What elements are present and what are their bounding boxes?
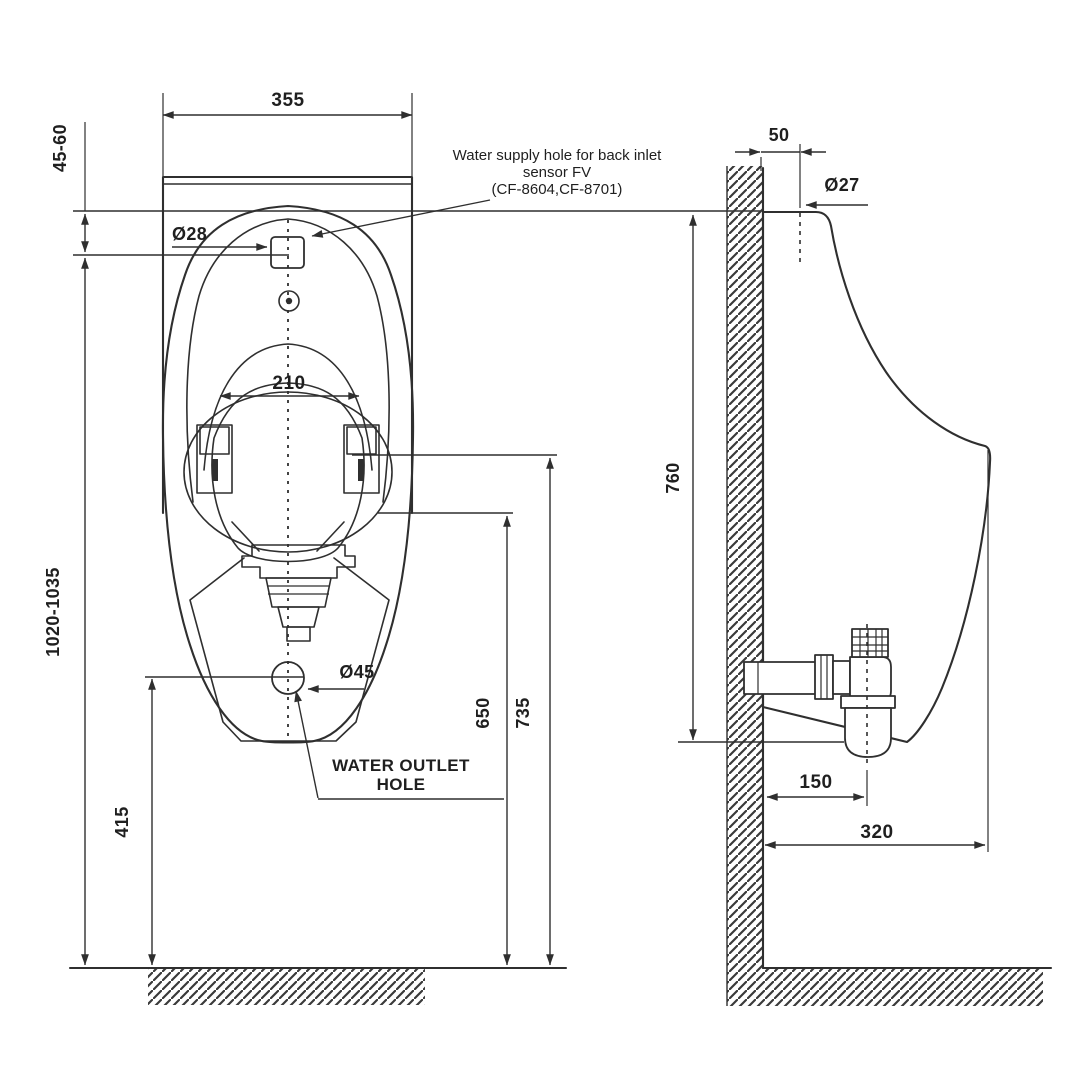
bracket-left-slot [212,459,218,481]
side-urinal-profile [761,210,992,744]
dim-trap-offset-150: 150 [766,770,868,806]
note-water-outlet: WATER OUTLET HOLE [294,690,504,800]
outlet-note-line-2: HOLE [377,775,426,794]
dim-320-label: 320 [860,822,893,843]
note-water-supply: Water supply hole for back inlet sensor … [311,147,663,238]
housing-trapezoid-inner [277,606,320,628]
side-plumbing [743,624,896,768]
dim-150-label: 150 [799,772,832,793]
dim-top-offset-45-60: 45-60 [50,122,89,253]
threaded-riser [851,628,889,658]
dim-650-label: 650 [473,697,493,728]
trap-body [844,707,892,758]
inner-rim [186,218,390,503]
supply-note-line-2: sensor FV [523,164,591,181]
front-mounting-brackets [196,424,380,494]
dia-28-label: Ø28 [172,224,207,244]
dim-760-label: 760 [663,462,683,493]
fixing-hole-ring [278,290,300,312]
housing-collar [241,544,356,579]
inlet-pipe [743,661,817,695]
dim-50-label: 50 [769,125,790,145]
front-urinal-body [161,204,415,744]
dim-ref-650: 650 [473,515,511,966]
front-supply-hole [270,236,305,269]
bracket-right-slot [358,459,364,481]
inner-bowl [211,382,365,563]
dim-210-label: 210 [272,373,305,394]
front-fixing-hole [278,290,300,312]
funnel-line-right [316,521,345,552]
dim-wall-offset-50: 50 [735,125,826,208]
housing-trapezoid-outer [265,577,332,608]
supply-note-leader [311,199,491,238]
label-supply-dia-28: Ø28 [172,224,268,251]
housing-spud [286,626,311,642]
dim-supply-height-1020-1035: 1020-1035 [43,257,89,966]
dim-bracket-span-210: 210 [219,373,360,400]
dim-ref-735: 735 [513,457,554,966]
dim-45-60-label: 45-60 [50,124,70,172]
bracket-left [196,424,233,494]
outlet-note-leader [294,690,319,799]
supply-note-line-3: (CF-8604,CF-8701) [492,181,623,198]
bottle-trap [840,695,896,758]
dim-735-label: 735 [513,697,533,728]
outlet-note-line-1: WATER OUTLET [332,756,470,775]
bracket-right [343,424,380,494]
bracket-left-plate [199,426,230,455]
trap-flange [840,695,896,709]
dim-depth-320: 320 [764,450,989,852]
front-flush-housing [241,544,356,642]
dim-355-label: 355 [271,90,304,111]
outer-rim [161,204,415,744]
dim-height-760: 760 [663,214,697,741]
wall-plate-outline [161,175,414,515]
elbow-body [849,656,892,702]
front-floor [68,966,568,1005]
wall-hatching [727,166,763,1006]
funnel-line-left [231,521,260,552]
side-wall [726,166,765,1006]
dia-27-label: Ø27 [824,175,859,195]
basin-arch [203,343,373,471]
side-floor [761,966,1053,1006]
supply-note-line-1: Water supply hole for back inlet [453,147,663,164]
back-plate-outline [189,557,390,742]
dim-outlet-height-415: 415 [112,678,156,966]
label-outlet-dia-45: Ø45 [307,662,374,693]
fixing-hole-center [285,297,293,305]
pipe-sleeve [832,660,851,695]
front-wall-plate [161,175,414,515]
front-view: 355 45-60 1020-1035 210 415 650 [43,90,761,1005]
dia-45-label: Ø45 [339,662,374,682]
dim-width-355: 355 [162,90,413,176]
dim-1020-label: 1020-1035 [43,567,63,657]
supply-hole-square [270,236,305,269]
dim-415-label: 415 [112,806,132,837]
side-floor-hatching [763,969,1043,1006]
bracket-right-plate [346,426,377,455]
side-view: 50 Ø27 760 150 320 [663,125,1053,1006]
coupling-nut [814,654,834,700]
label-inlet-dia-27: Ø27 [805,175,868,209]
front-floor-hatching [148,969,425,1005]
